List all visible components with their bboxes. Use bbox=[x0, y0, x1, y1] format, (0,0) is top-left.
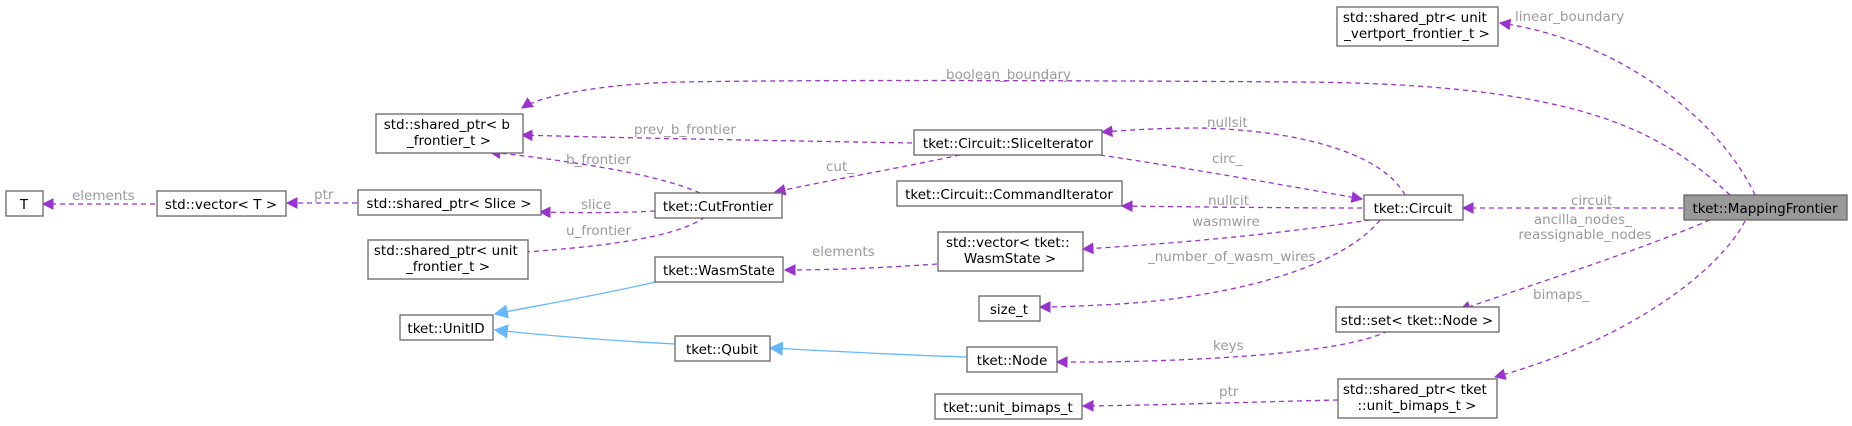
edge-circ bbox=[1099, 154, 1364, 203]
edge-label-ancilla: ancilla_nodes_ reassignable_nodes bbox=[1518, 212, 1651, 243]
svg-text:std::shared_ptr< tket: std::shared_ptr< tket ::unit_bimaps_t > bbox=[1343, 382, 1491, 414]
node-wasm-state[interactable]: tket::WasmState bbox=[654, 256, 784, 283]
node-shared-slice[interactable]: std::shared_ptr< Slice > bbox=[357, 189, 542, 216]
svg-text:std::shared_ptr< unit: std::shared_ptr< unit _frontier_t > bbox=[374, 243, 522, 275]
edge-linear-boundary bbox=[1498, 18, 1756, 196]
svg-text:std::set< tket::Node >: std::set< tket::Node > bbox=[1341, 313, 1493, 329]
node-qubit[interactable]: tket::Qubit bbox=[674, 335, 771, 362]
edge-label-prev-b-frontier: prev_b_frontier bbox=[634, 122, 736, 138]
edge-nullsit bbox=[1100, 125, 1406, 196]
svg-text:std::vector< T >: std::vector< T > bbox=[165, 197, 277, 213]
svg-text:size_t: size_t bbox=[990, 302, 1028, 318]
node-command-iterator[interactable]: tket::Circuit::CommandIterator bbox=[896, 180, 1123, 207]
svg-text:tket::UnitID: tket::UnitID bbox=[407, 321, 484, 337]
edge-b-frontier bbox=[488, 147, 701, 194]
edge-label-elements-wasm: elements bbox=[812, 244, 875, 260]
edge-cut bbox=[773, 154, 961, 196]
edge-label-b-frontier: b_frontier bbox=[566, 152, 631, 168]
edge-num-wasm bbox=[1038, 219, 1381, 313]
edge-slice bbox=[538, 206, 656, 219]
edge-label-nullsit: nullsit bbox=[1207, 115, 1248, 131]
node-t[interactable]: T bbox=[5, 190, 44, 217]
edge-ancilla bbox=[1458, 219, 1711, 313]
node-unit-bimaps[interactable]: tket::unit_bimaps_t bbox=[934, 393, 1083, 420]
node-b-frontier-ptr[interactable]: std::shared_ptr< b _frontier_t > bbox=[375, 113, 524, 154]
edge-label-ptr-bimaps: ptr bbox=[1219, 384, 1239, 400]
edge-prev-b-frontier bbox=[520, 129, 913, 144]
nodes: tket::MappingFrontier tket::Circuit std:… bbox=[5, 6, 1848, 420]
edge-wasmwire bbox=[1081, 219, 1371, 255]
edge-labels: linear_boundary boolean_boundary prev_b_… bbox=[72, 9, 1652, 400]
edge-label-num-wasm: _number_of_wasm_wires bbox=[1147, 249, 1316, 265]
svg-text:tket::Circuit::CommandIterator: tket::Circuit::CommandIterator bbox=[905, 187, 1113, 203]
edge-label-circuit: circuit_ bbox=[1571, 193, 1619, 209]
edge-inherit-node-qubit bbox=[768, 341, 968, 358]
svg-text:T: T bbox=[19, 197, 29, 213]
node-vector-t[interactable]: std::vector< T > bbox=[156, 190, 287, 217]
svg-text:tket::Circuit::SliceIterator: tket::Circuit::SliceIterator bbox=[923, 136, 1094, 152]
edge-label-bimaps: bimaps_ bbox=[1533, 287, 1589, 303]
node-slice-iterator[interactable]: tket::Circuit::SliceIterator bbox=[913, 129, 1103, 156]
svg-text:tket::Circuit: tket::Circuit bbox=[1374, 201, 1453, 217]
edge-keys bbox=[1055, 330, 1389, 368]
node-wasm-vector[interactable]: std::vector< tket:: WasmState > bbox=[937, 231, 1084, 272]
edge-elements-wasm bbox=[783, 263, 938, 276]
edge-label-boolean-boundary: boolean_boundary bbox=[946, 67, 1071, 83]
edge-label-linear-boundary: linear_boundary bbox=[1515, 9, 1624, 25]
node-bimaps-ptr[interactable]: std::shared_ptr< tket ::unit_bimaps_t > bbox=[1337, 378, 1498, 419]
edge-nullcit bbox=[1120, 200, 1363, 212]
svg-text:tket::MappingFrontier: tket::MappingFrontier bbox=[1692, 201, 1837, 217]
node-unit-id[interactable]: tket::UnitID bbox=[399, 314, 494, 341]
edge-ptr-bimaps bbox=[1081, 399, 1339, 412]
svg-text:tket::CutFrontier: tket::CutFrontier bbox=[663, 199, 774, 215]
edge-label-ptr-slice: ptr bbox=[314, 187, 334, 203]
svg-text:std::shared_ptr< unit: std::shared_ptr< unit _vertport_frontier… bbox=[1343, 10, 1491, 42]
node-size-t[interactable]: size_t bbox=[978, 295, 1041, 322]
node-mapping-frontier[interactable]: tket::MappingFrontier bbox=[1683, 194, 1848, 221]
node-circuit[interactable]: tket::Circuit bbox=[1363, 194, 1464, 221]
edge-label-cut: cut_ bbox=[826, 159, 854, 175]
edge-label-nullcit: nullcit bbox=[1208, 193, 1249, 209]
node-unit-frontier-ptr[interactable]: std::shared_ptr< unit _frontier_t > bbox=[367, 239, 529, 280]
edge-label-u-frontier: u_frontier bbox=[566, 223, 631, 239]
svg-text:tket::WasmState: tket::WasmState bbox=[663, 263, 775, 279]
node-cut-frontier[interactable]: tket::CutFrontier bbox=[654, 192, 783, 219]
edge-bimaps bbox=[1493, 220, 1746, 380]
edge-inherit-wasmstate-unitid bbox=[493, 280, 661, 319]
svg-text:tket::Node: tket::Node bbox=[977, 353, 1048, 369]
node-node[interactable]: tket::Node bbox=[966, 346, 1058, 373]
edges bbox=[41, 18, 1756, 412]
edge-label-elements-t: elements bbox=[72, 188, 135, 204]
edge-label-slice: slice bbox=[581, 197, 611, 213]
node-node-set[interactable]: std::set< tket::Node > bbox=[1335, 306, 1500, 333]
edge-label-keys: keys bbox=[1213, 338, 1244, 354]
edge-label-circ: circ_ bbox=[1212, 151, 1243, 167]
svg-text:tket::unit_bimaps_t: tket::unit_bimaps_t bbox=[943, 400, 1073, 416]
edge-label-wasmwire: wasmwire bbox=[1192, 214, 1260, 230]
edge-boolean-boundary bbox=[521, 79, 1731, 196]
svg-text:std::shared_ptr< Slice >: std::shared_ptr< Slice > bbox=[366, 196, 531, 212]
svg-text:tket::Qubit: tket::Qubit bbox=[686, 342, 758, 358]
svg-text:std::shared_ptr< b _fr: std::shared_ptr< b _frontier_t > bbox=[384, 117, 515, 149]
node-linear-boundary-ptr[interactable]: std::shared_ptr< unit _vertport_frontier… bbox=[1336, 6, 1499, 47]
svg-text:std::vector< tket:: Wa: std::vector< tket:: WasmState > bbox=[946, 235, 1074, 267]
edge-inherit-qubit-unitid bbox=[493, 324, 676, 345]
edge-u-frontier bbox=[508, 216, 706, 259]
